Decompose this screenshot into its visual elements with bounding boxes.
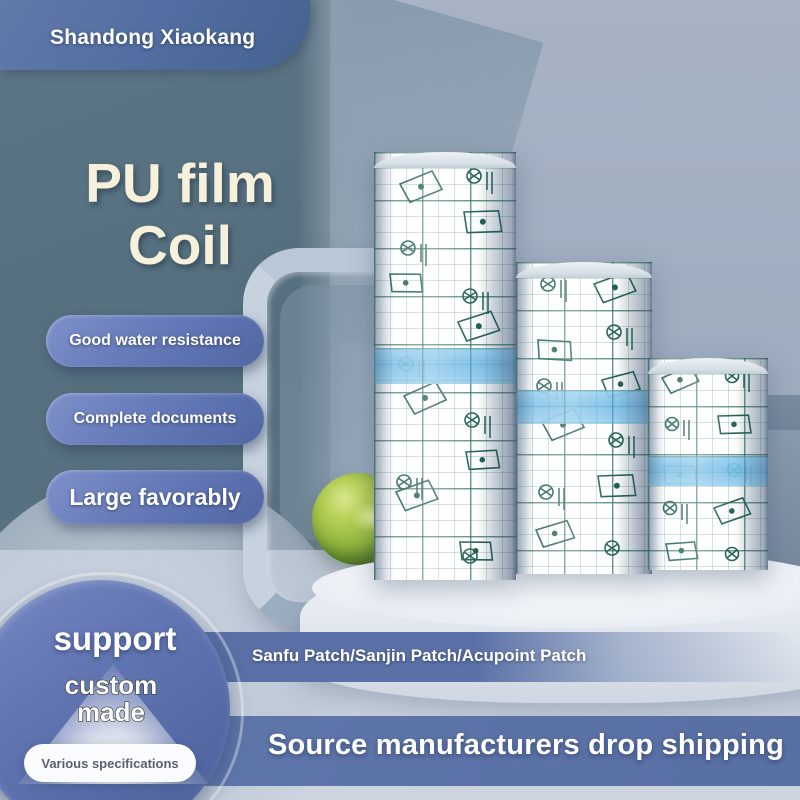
company-name: Shandong Xiaokang <box>50 26 256 49</box>
roll-top-edge <box>374 152 516 168</box>
custom-made-line-1: custom <box>64 670 158 700</box>
roll-accent-band <box>648 456 768 486</box>
product-roll-large <box>374 152 516 580</box>
bottom-banner <box>150 716 800 786</box>
roll-band-grid <box>516 390 652 424</box>
page-title: PU film Coil <box>60 155 300 273</box>
page-title-line-2: Coil <box>128 214 232 277</box>
page-title-line-1: PU film <box>85 152 275 214</box>
product-roll-medium <box>516 262 652 574</box>
feature-pill-complete-documents[interactable]: Complete documents <box>46 393 264 445</box>
feature-pill-water-resistance[interactable]: Good water resistance <box>46 315 264 367</box>
feature-pill-large-favorably[interactable]: Large favorably <box>46 470 264 524</box>
product-roll-small <box>648 358 768 570</box>
roll-accent-band <box>374 348 516 384</box>
roll-accent-band <box>516 390 652 424</box>
roll-band-grid <box>648 456 768 486</box>
bottom-banner-text: Source manufacturers drop shipping <box>268 729 784 761</box>
mid-banner <box>170 632 800 682</box>
support-badge-heading: support <box>53 620 177 657</box>
roll-top-edge <box>648 358 768 374</box>
roll-band-grid <box>374 348 516 384</box>
header-banner <box>0 0 310 70</box>
support-badge-custom-made: custom made <box>26 670 196 727</box>
specifications-pill: Various specifications <box>24 744 196 782</box>
roll-top-edge <box>516 262 652 278</box>
mid-banner-text: Sanfu Patch/Sanjin Patch/Acupoint Patch <box>252 646 587 665</box>
custom-made-line-2: made <box>76 696 145 727</box>
